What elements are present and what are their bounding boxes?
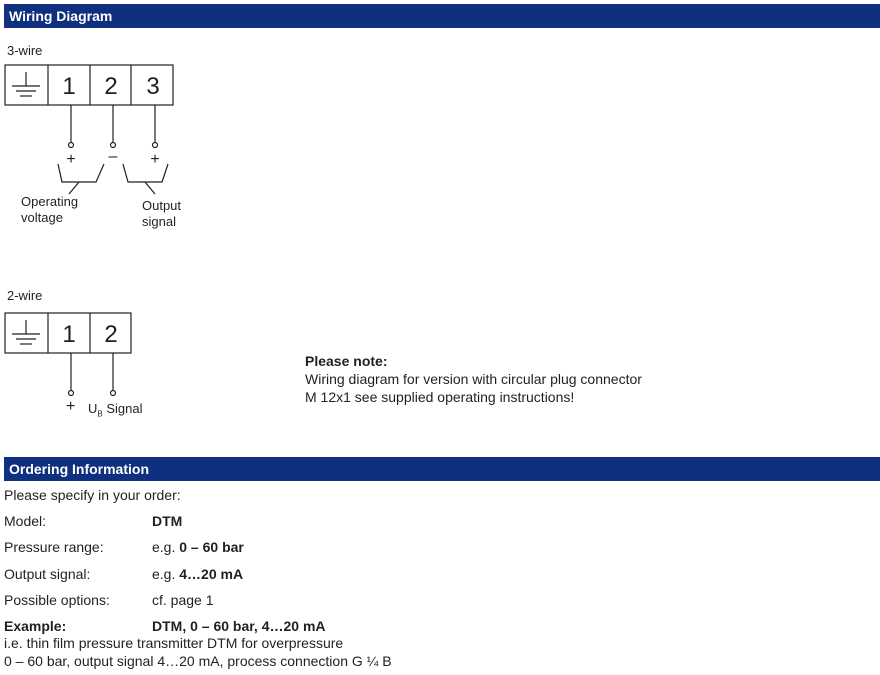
row-key: Pressure range: xyxy=(4,539,104,555)
terminal-1: 1 xyxy=(62,73,75,100)
row-value: cf. page 1 xyxy=(152,592,214,608)
terminal-2: 2 xyxy=(104,321,117,348)
operating-voltage-bracket xyxy=(57,163,105,183)
ub-sub: B xyxy=(97,409,103,419)
terminal-2: 2 xyxy=(104,73,117,100)
ordering-intro: Please specify in your order: xyxy=(4,487,181,503)
signal-text: Signal xyxy=(106,401,143,416)
two-wire-diagram: 1 2 xyxy=(4,312,132,397)
two-wire-label: 2-wire xyxy=(7,288,43,303)
row-value: DTM xyxy=(152,513,183,529)
please-note: Please note: Wiring diagram for version … xyxy=(305,352,642,406)
example-key: Example: xyxy=(4,618,67,634)
note-title: Please note: xyxy=(305,353,388,369)
example-value: DTM, 0 – 60 bar, 4…20 mA xyxy=(152,618,326,634)
row-value: e.g. 0 – 60 bar xyxy=(152,539,244,555)
ub-main: U xyxy=(88,401,98,416)
ground-icon xyxy=(12,72,40,97)
ordering-information-heading: Ordering Information xyxy=(4,457,880,481)
row-value: e.g. 4…20 mA xyxy=(152,566,244,582)
note-line1: Wiring diagram for version with circular… xyxy=(305,371,642,387)
example-line1: i.e. thin film pressure transmitter DTM … xyxy=(4,635,344,651)
three-wire-diagram: + – + 1 2 3 xyxy=(4,64,174,195)
polarity-2: – xyxy=(109,148,118,165)
operating-voltage-line2: voltage xyxy=(21,210,63,225)
note-line2: M 12x1 see supplied operating instructio… xyxy=(305,389,575,405)
output-signal-bracket xyxy=(122,163,169,183)
row-key: Possible options: xyxy=(4,592,110,608)
ground-icon xyxy=(12,320,40,345)
two-wire-terminal-block xyxy=(4,312,132,354)
wiring-diagram-heading: Wiring Diagram xyxy=(4,4,880,28)
polarity-3: + xyxy=(150,151,159,168)
row-key: Model: xyxy=(4,513,47,529)
row-key: Output signal: xyxy=(4,566,91,582)
output-signal-line2: signal xyxy=(142,214,176,229)
two-wire-plus: + xyxy=(66,398,76,415)
three-wire-label: 3-wire xyxy=(7,43,43,58)
output-signal-line1: Output xyxy=(142,198,182,213)
terminal-3: 3 xyxy=(146,73,159,100)
ub-signal-label: UB Signal xyxy=(88,401,143,419)
operating-voltage-line1: Operating xyxy=(21,194,79,209)
example-line2: 0 – 60 bar, output signal 4…20 mA, proce… xyxy=(4,653,392,669)
polarity-1: + xyxy=(66,151,75,168)
terminal-1: 1 xyxy=(62,321,75,348)
three-wire-terminal-block xyxy=(4,64,174,106)
